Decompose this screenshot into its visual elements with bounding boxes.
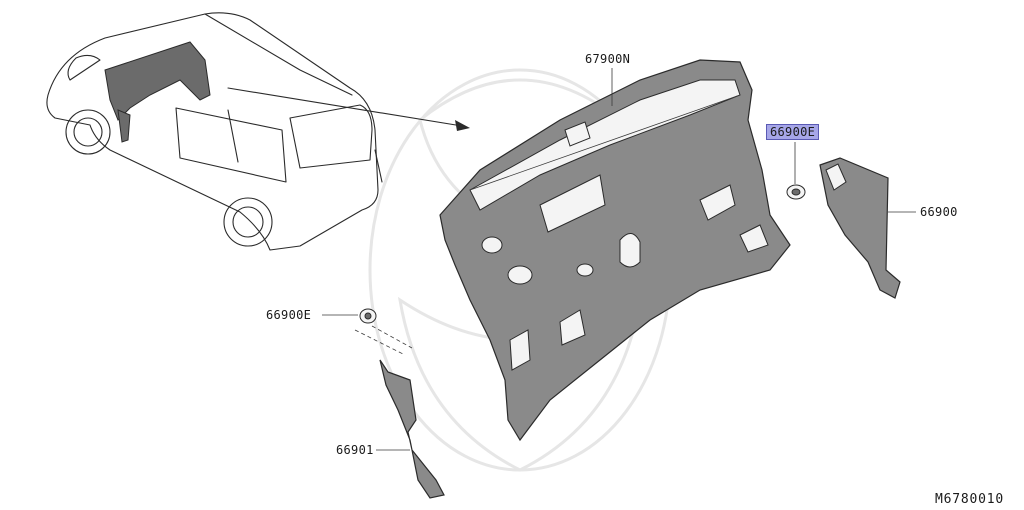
diagram-code: M6780010 — [935, 492, 1005, 507]
label-67900n: 67900N — [585, 52, 631, 66]
label-66900: 66900 — [920, 205, 958, 219]
clip-lower — [322, 308, 413, 356]
clip-upper — [786, 142, 806, 200]
vehicle-outline — [46, 12, 383, 251]
label-66900e-lower: 66900E — [266, 308, 312, 322]
label-66901: 66901 — [336, 443, 374, 457]
dash-insulator-panel — [439, 59, 791, 442]
pointer-arrow — [227, 87, 470, 131]
side-trim-right — [819, 157, 916, 299]
side-trim-left — [376, 359, 445, 499]
label-66900e-upper: 66900E — [766, 124, 820, 140]
